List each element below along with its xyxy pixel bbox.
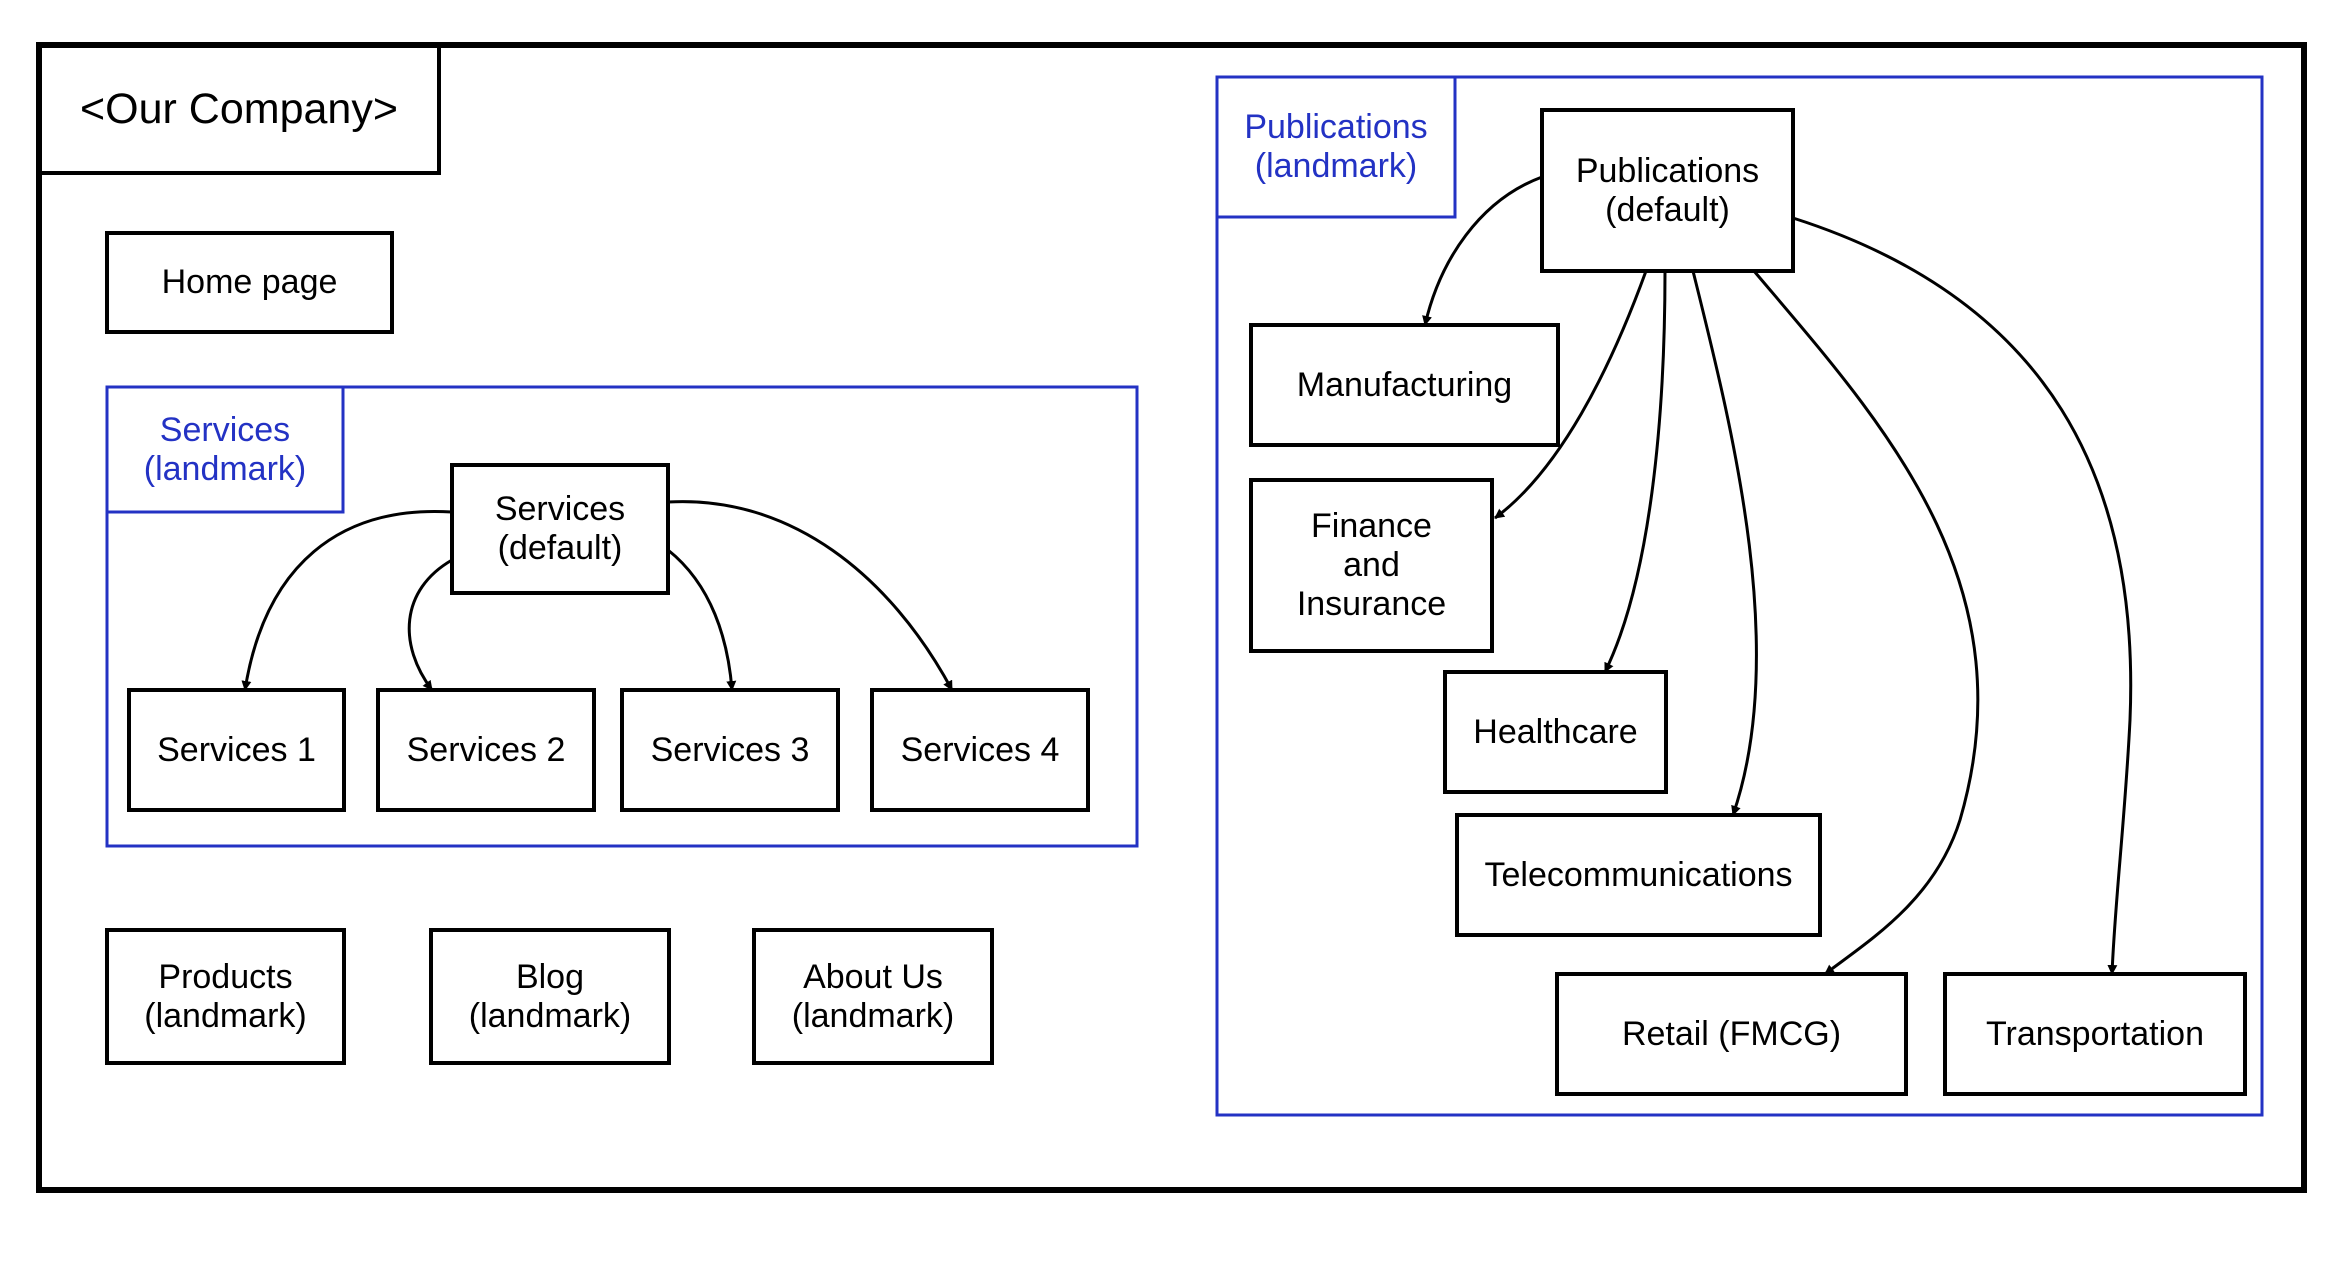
services-default-label: Services (default): [494, 490, 626, 567]
services-arrow-2: [407, 558, 453, 691]
transportation-label: Transportation: [1986, 1014, 2204, 1053]
home-page-box: [105, 231, 394, 334]
publications-default-label: Publications (default): [1575, 151, 1760, 229]
about-us-box: [752, 928, 994, 1065]
services-2-box: [376, 688, 596, 812]
home-page-label: Home page: [161, 263, 338, 301]
healthcare-label: Healthcare: [1473, 712, 1638, 751]
publications-arrow-transportation: [1792, 216, 2133, 975]
telecommunications-box: [1455, 813, 1822, 937]
about-us-label: About Us (landmark): [791, 957, 955, 1035]
telecommunications-label: Telecommunications: [1484, 855, 1793, 894]
services-arrow-1: [241, 509, 453, 691]
products-label: Products (landmark): [144, 957, 307, 1035]
services-1-label: Services 1: [157, 730, 316, 769]
services-1-box: [127, 688, 346, 812]
finance-box: [1249, 478, 1494, 653]
services-2-label: Services 2: [406, 730, 566, 769]
products-box: [105, 928, 346, 1065]
publications-arrow-healthcare: [1603, 270, 1667, 673]
title-box: [37, 43, 441, 175]
publications-arrow-telecommunications: [1691, 270, 1758, 816]
finance-label: Finance and Insurance: [1296, 507, 1447, 623]
company-title: <Our Company>: [80, 85, 398, 133]
retail-label: Retail (FMCG): [1621, 1014, 1842, 1053]
publications-arrow-retail: [1752, 270, 1980, 976]
publications-landmark-tab: [1215, 75, 1457, 219]
publications-arrow-manufacturing: [1422, 175, 1543, 326]
services-3-label: Services 3: [650, 730, 810, 769]
publications-default-box: [1540, 108, 1795, 273]
manufacturing-label: Manufacturing: [1296, 365, 1513, 404]
blog-label: Blog (landmark): [468, 957, 632, 1035]
publications-region: [1215, 75, 2264, 1117]
retail-box: [1555, 972, 1908, 1096]
manufacturing-box: [1249, 323, 1560, 447]
transportation-box: [1943, 972, 2247, 1096]
publications-landmark-label: Publications (landmark): [1244, 108, 1428, 185]
healthcare-box: [1443, 670, 1668, 794]
services-arrow-3: [667, 548, 737, 691]
publications-arrow-finance: [1494, 270, 1648, 520]
services-3-box: [620, 688, 840, 812]
services-default-box: [450, 463, 670, 595]
services-landmark-tab: [105, 385, 345, 514]
services-region: [105, 385, 1139, 848]
blog-box: [429, 928, 671, 1065]
services-4-label: Services 4: [900, 730, 1060, 769]
services-arrow-4: [667, 500, 954, 691]
services-4-box: [870, 688, 1090, 812]
services-landmark-label: Services (landmark): [143, 410, 307, 488]
outer-frame: [36, 42, 2307, 1193]
